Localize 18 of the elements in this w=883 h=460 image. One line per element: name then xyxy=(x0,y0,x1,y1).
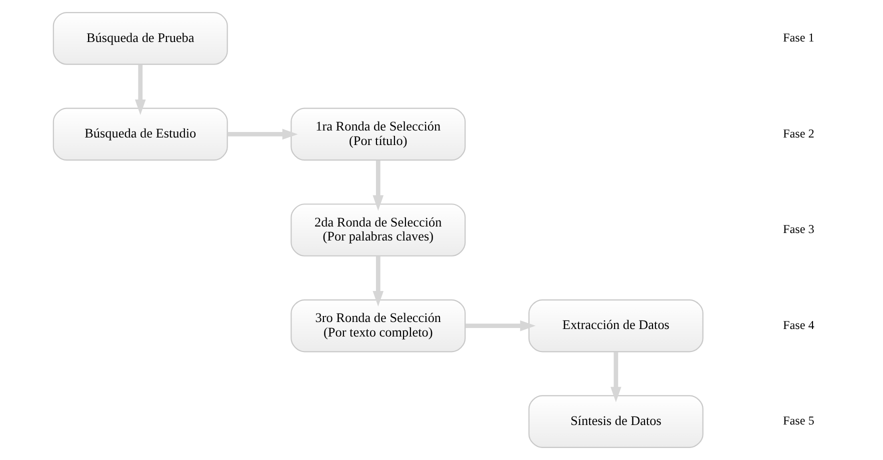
arrow xyxy=(464,320,536,332)
arrow xyxy=(372,160,384,211)
label: Fase 1 xyxy=(782,30,814,45)
node-box: Extracción de Datos xyxy=(528,299,703,352)
label: Fase 5 xyxy=(782,414,814,428)
arrow xyxy=(610,352,621,402)
node-box: 1ra Ronda de Selección (Por título) xyxy=(290,108,466,161)
arrow xyxy=(227,128,298,140)
arrow xyxy=(134,64,146,115)
label: Fase 3 xyxy=(782,222,814,236)
label: Fase 2 xyxy=(782,126,814,140)
node-box: 2da Ronda de Selección (Por palabras claves) xyxy=(290,204,466,256)
node-box: 3ro Ronda de Selección (Por texto completo) xyxy=(290,299,466,352)
arrow xyxy=(372,256,384,307)
node-box: Síntesis de Datos xyxy=(528,395,703,448)
node-box: Búsqueda de Prueba xyxy=(52,12,228,65)
node-box: Búsqueda de Estudio xyxy=(52,108,228,161)
label: Fase 4 xyxy=(782,318,814,332)
